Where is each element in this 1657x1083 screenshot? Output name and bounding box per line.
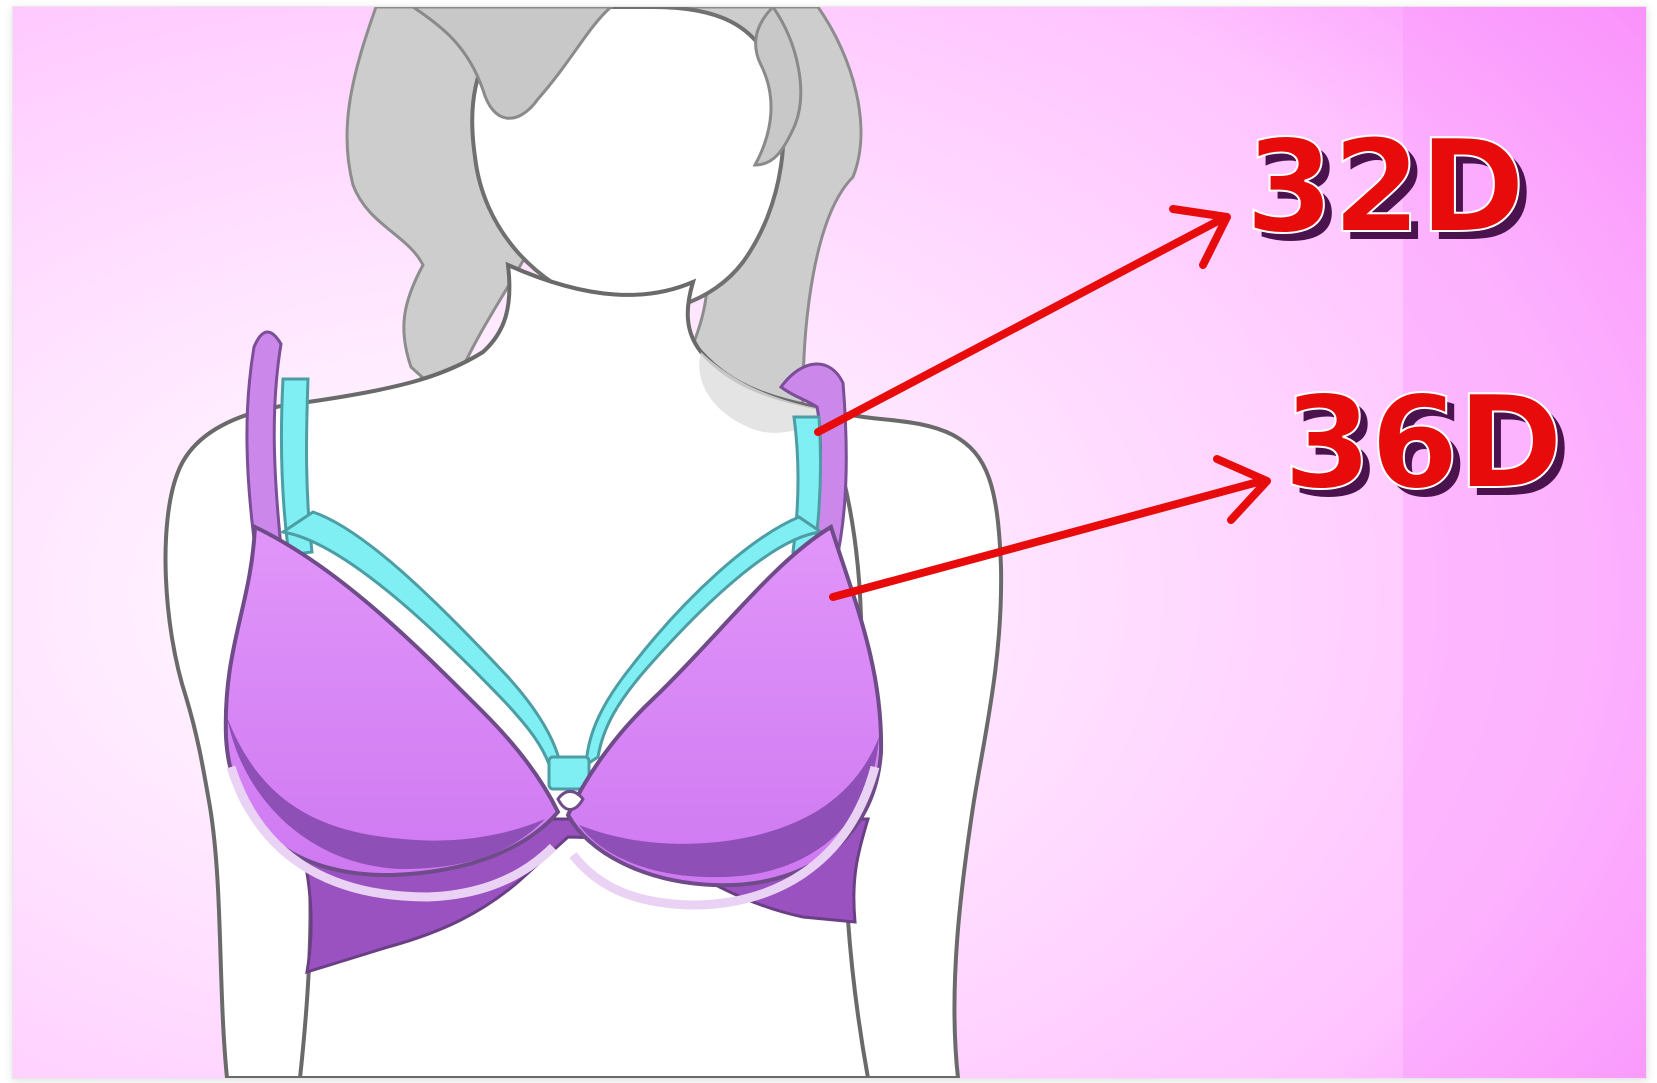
illustration-svg: 32D 32D 36D 36D bbox=[13, 7, 1646, 1078]
label-32d: 32D bbox=[1245, 113, 1523, 262]
bra-size-illustration: 32D 32D 36D 36D bbox=[12, 6, 1647, 1079]
label-36d: 36D bbox=[1283, 369, 1561, 518]
